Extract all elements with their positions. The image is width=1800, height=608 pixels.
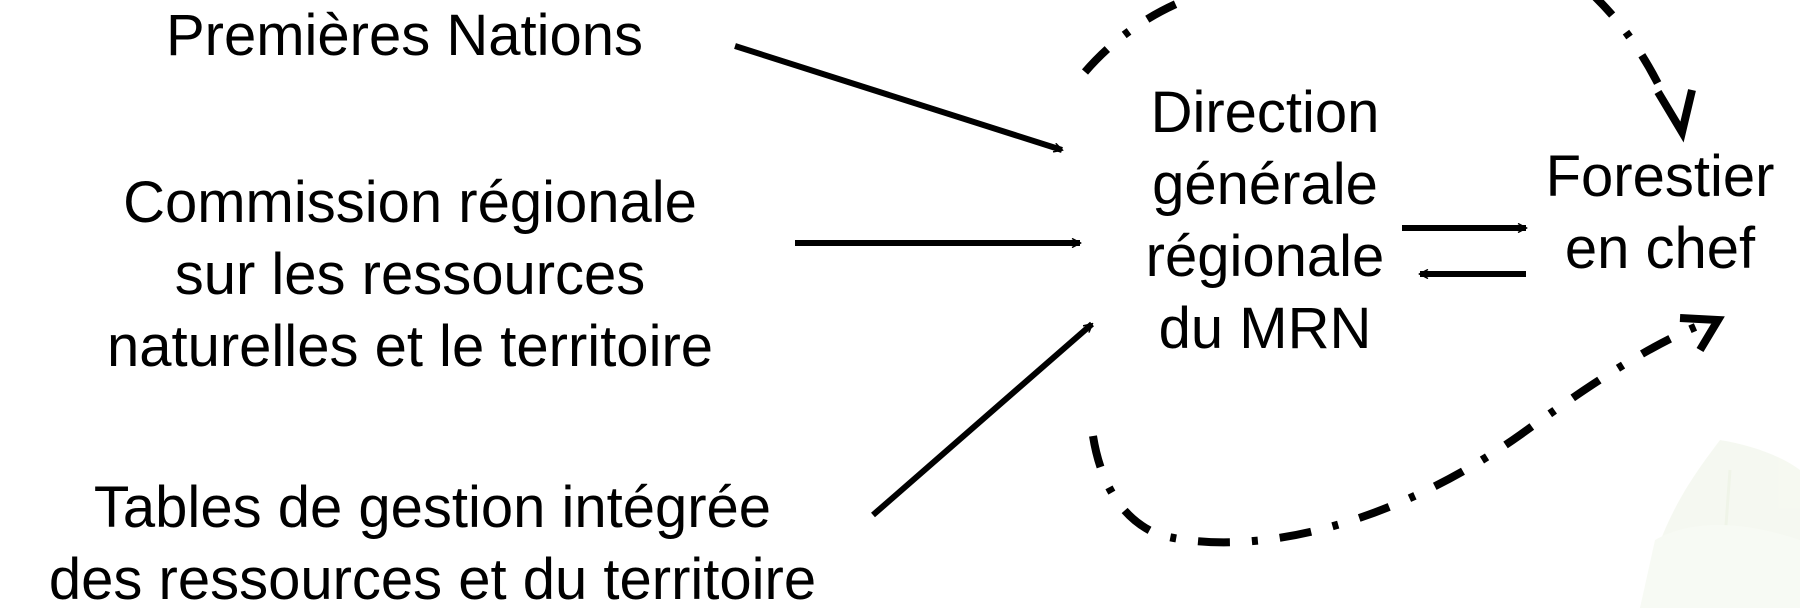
arrow-tables-to-direction [871,321,1094,518]
node-direction-line-3: régionale [1145,224,1385,289]
node-direction-line-1: Direction [1150,80,1380,145]
dashdot-arc-bottom-arrowhead [1679,314,1725,353]
node-tables-line-1: Tables de gestion intégrée [93,475,772,540]
node-tables: Tables de gestion intégrée des ressource… [0,472,865,608]
dashdot-arc-top-arrowhead [1654,89,1696,143]
node-direction: Direction générale régionale du MRN [1125,77,1405,365]
node-forestier-line-1: Forestier [1545,144,1775,209]
node-premieres-nations-line-1: Premières Nations [165,3,644,68]
node-commission-line-3: naturelles et le territoire [106,314,714,379]
node-forestier-line-2: en chef [1564,216,1756,281]
node-direction-line-2: générale [1152,152,1378,217]
node-premieres-nations: Premières Nations [137,0,672,72]
node-commission-line-1: Commission régionale [123,170,697,235]
dashdot-arc-bottom [1089,321,1702,547]
node-tables-line-2: des ressources et du territoire [48,547,817,608]
node-forestier: Forestier en chef [1520,141,1800,285]
node-commission: Commission régionale sur les ressources … [80,167,740,383]
dashdot-arc-top [1081,0,1669,100]
leaf-watermark [1640,440,1800,608]
node-commission-line-2: sur les ressources [174,242,646,307]
node-direction-line-4: du MRN [1158,296,1372,361]
arrow-premieres-nations-to-direction [734,43,1062,153]
